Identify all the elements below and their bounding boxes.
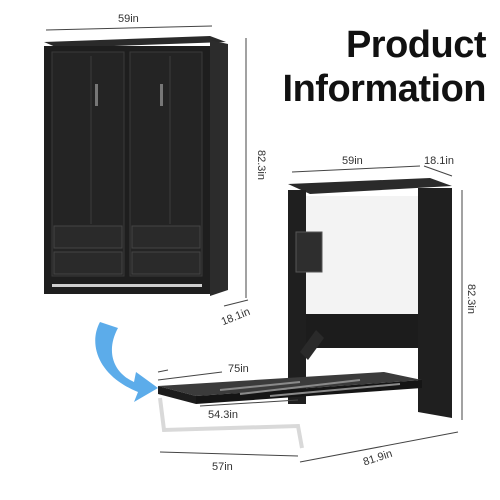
closed-width-label: 59in (118, 13, 139, 25)
curved-arrow-icon (95, 322, 158, 402)
inner-width-label: 54.3in (208, 409, 238, 421)
open-dimension-lines (157, 165, 463, 463)
open-depth-label: 18.1in (424, 155, 454, 167)
open-width-label: 59in (342, 155, 363, 167)
open-height-label: 82.3in (465, 284, 477, 314)
handle-left (95, 84, 98, 106)
handle-right (160, 84, 163, 106)
title-line-1: Product (345, 24, 487, 66)
open-bed-frame (158, 178, 452, 449)
mattress-length-label: 75in (228, 363, 249, 375)
closed-dimension-lines (45, 25, 249, 307)
title-line-2: Information (282, 68, 487, 110)
closed-cabinet (44, 36, 228, 296)
closed-height-label: 82.3in (255, 150, 267, 180)
bed-width-label: 57in (212, 461, 233, 473)
